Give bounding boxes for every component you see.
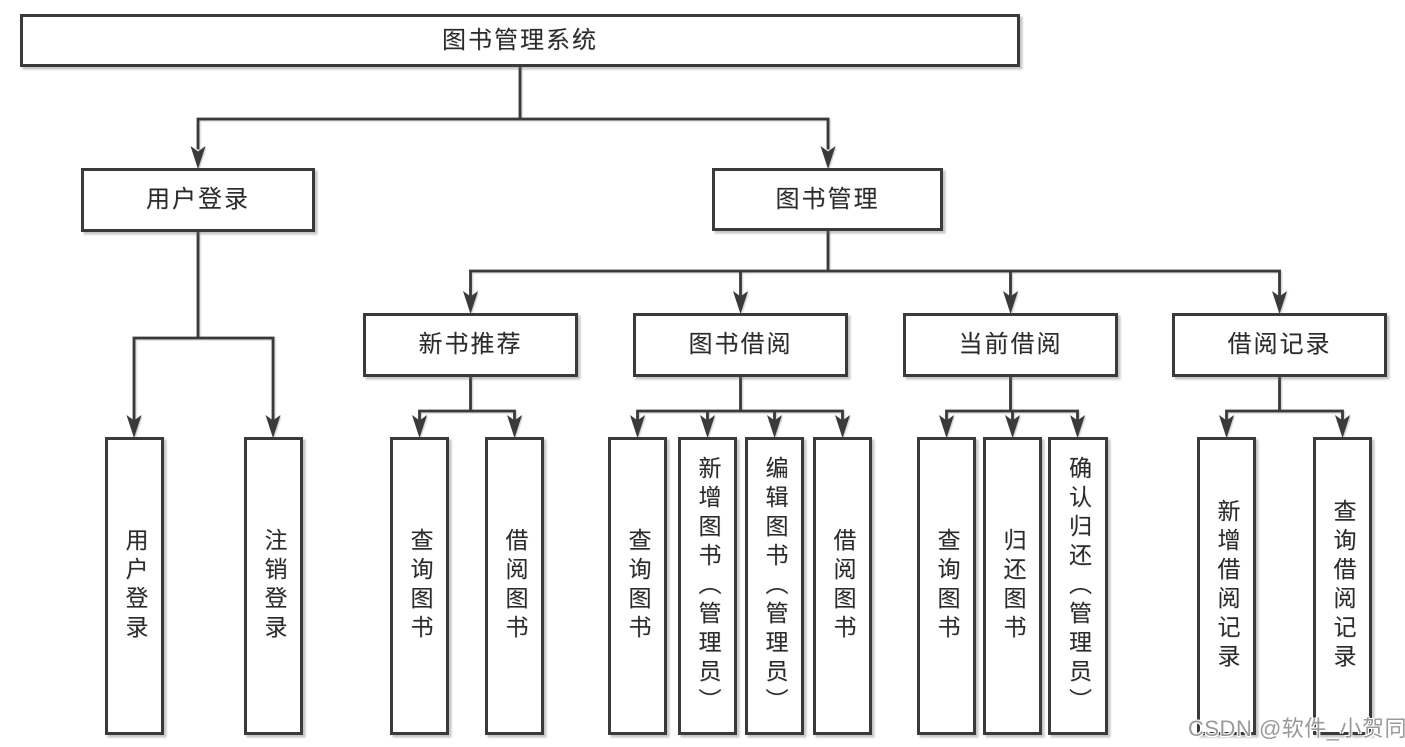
leaf-add-borrow-record: 新增借阅记录: [1197, 437, 1256, 735]
node-user-login: 用户登录: [81, 168, 315, 232]
leaf-query-borrow-record: 查询借阅记录: [1313, 437, 1372, 735]
node-label: 归还图书: [1000, 528, 1026, 644]
node-label: 图书借阅: [688, 331, 793, 358]
node-label: 查询图书: [407, 528, 433, 644]
node-label: 借阅图书: [830, 528, 856, 644]
node-label: 图书管理: [775, 185, 880, 213]
node-book-management: 图书管理: [712, 168, 943, 231]
node-label: 查询图书: [625, 528, 651, 644]
node-label: 查询图书: [934, 528, 960, 644]
node-new-book-recommendation: 新书推荐: [363, 313, 578, 377]
leaf-borrow-books-recommend: 借阅图书: [485, 437, 544, 735]
node-label: 新增借阅记录: [1214, 499, 1240, 673]
node-label: 新增图书（管理员）: [695, 455, 721, 717]
csdn-watermark: CSDN @软件_小贺同学: [1188, 716, 1405, 741]
node-label: 查询借阅记录: [1330, 499, 1356, 673]
leaf-query-books-recommend: 查询图书: [390, 437, 449, 735]
leaf-logout: 注销登录: [244, 437, 303, 735]
node-borrowing-records: 借阅记录: [1172, 313, 1387, 377]
leaf-query-books-current: 查询图书: [917, 437, 976, 735]
leaf-edit-books-admin: 编辑图书（管理员）: [745, 437, 804, 735]
leaf-user-login: 用户登录: [105, 437, 164, 735]
leaf-return-books: 归还图书: [983, 437, 1042, 735]
node-label: 注销登录: [261, 528, 287, 644]
leaf-query-books-borrowing: 查询图书: [608, 437, 667, 735]
node-label: 用户登录: [122, 528, 148, 644]
node-library-management-system: 图书管理系统: [20, 14, 1020, 67]
node-label: 用户登录: [146, 186, 250, 213]
leaf-borrow-books: 借阅图书: [813, 437, 872, 735]
node-label: 编辑图书（管理员）: [762, 455, 788, 717]
leaf-confirm-return-admin: 确认归还（管理员）: [1048, 437, 1108, 735]
node-label: 当前借阅: [958, 331, 1063, 358]
node-label: 借阅图书: [502, 528, 528, 644]
node-current-borrowing: 当前借阅: [903, 313, 1118, 377]
node-label: 确认归还（管理员）: [1065, 455, 1092, 717]
node-label: 借阅记录: [1227, 331, 1332, 358]
node-label: 图书管理系统: [442, 26, 598, 54]
node-label: 新书推荐: [418, 331, 523, 358]
node-book-borrowing: 图书借阅: [633, 313, 848, 377]
leaf-add-books-admin: 新增图书（管理员）: [678, 437, 737, 735]
